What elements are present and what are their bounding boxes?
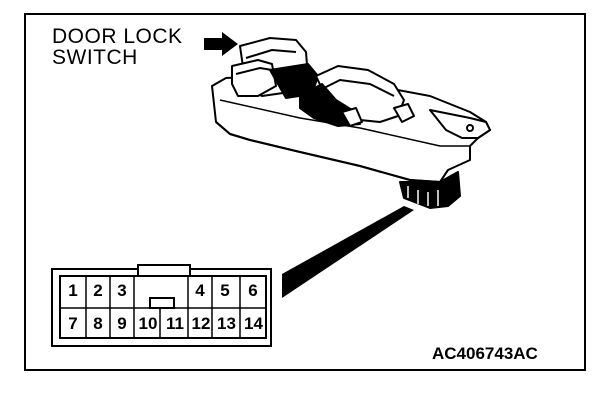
leader-wedge <box>282 206 414 298</box>
pin-3: 3 <box>117 281 127 300</box>
pin-2: 2 <box>93 281 103 300</box>
pin-12: 12 <box>191 314 211 333</box>
pin-10: 10 <box>138 314 158 333</box>
title-line-1: DOOR LOCK <box>52 25 183 48</box>
window-switch <box>299 65 415 127</box>
pin-13: 13 <box>217 314 236 333</box>
pointer-arrow <box>204 32 238 56</box>
connector-diagram <box>51 264 272 347</box>
title-line-2: SWITCH <box>52 46 138 69</box>
figure-code: AC406743AC <box>432 344 538 363</box>
pin-9: 9 <box>117 314 127 333</box>
pin-5: 5 <box>220 281 230 300</box>
pin-14: 14 <box>244 314 263 333</box>
pin-11: 11 <box>166 314 184 333</box>
pin-6: 6 <box>248 281 258 300</box>
pin-1: 1 <box>68 281 78 300</box>
pin-4: 4 <box>195 281 205 300</box>
pin-7: 7 <box>68 314 78 333</box>
door-lock-buttons <box>231 37 319 99</box>
switch-body <box>211 73 491 209</box>
pin-8: 8 <box>93 314 103 333</box>
